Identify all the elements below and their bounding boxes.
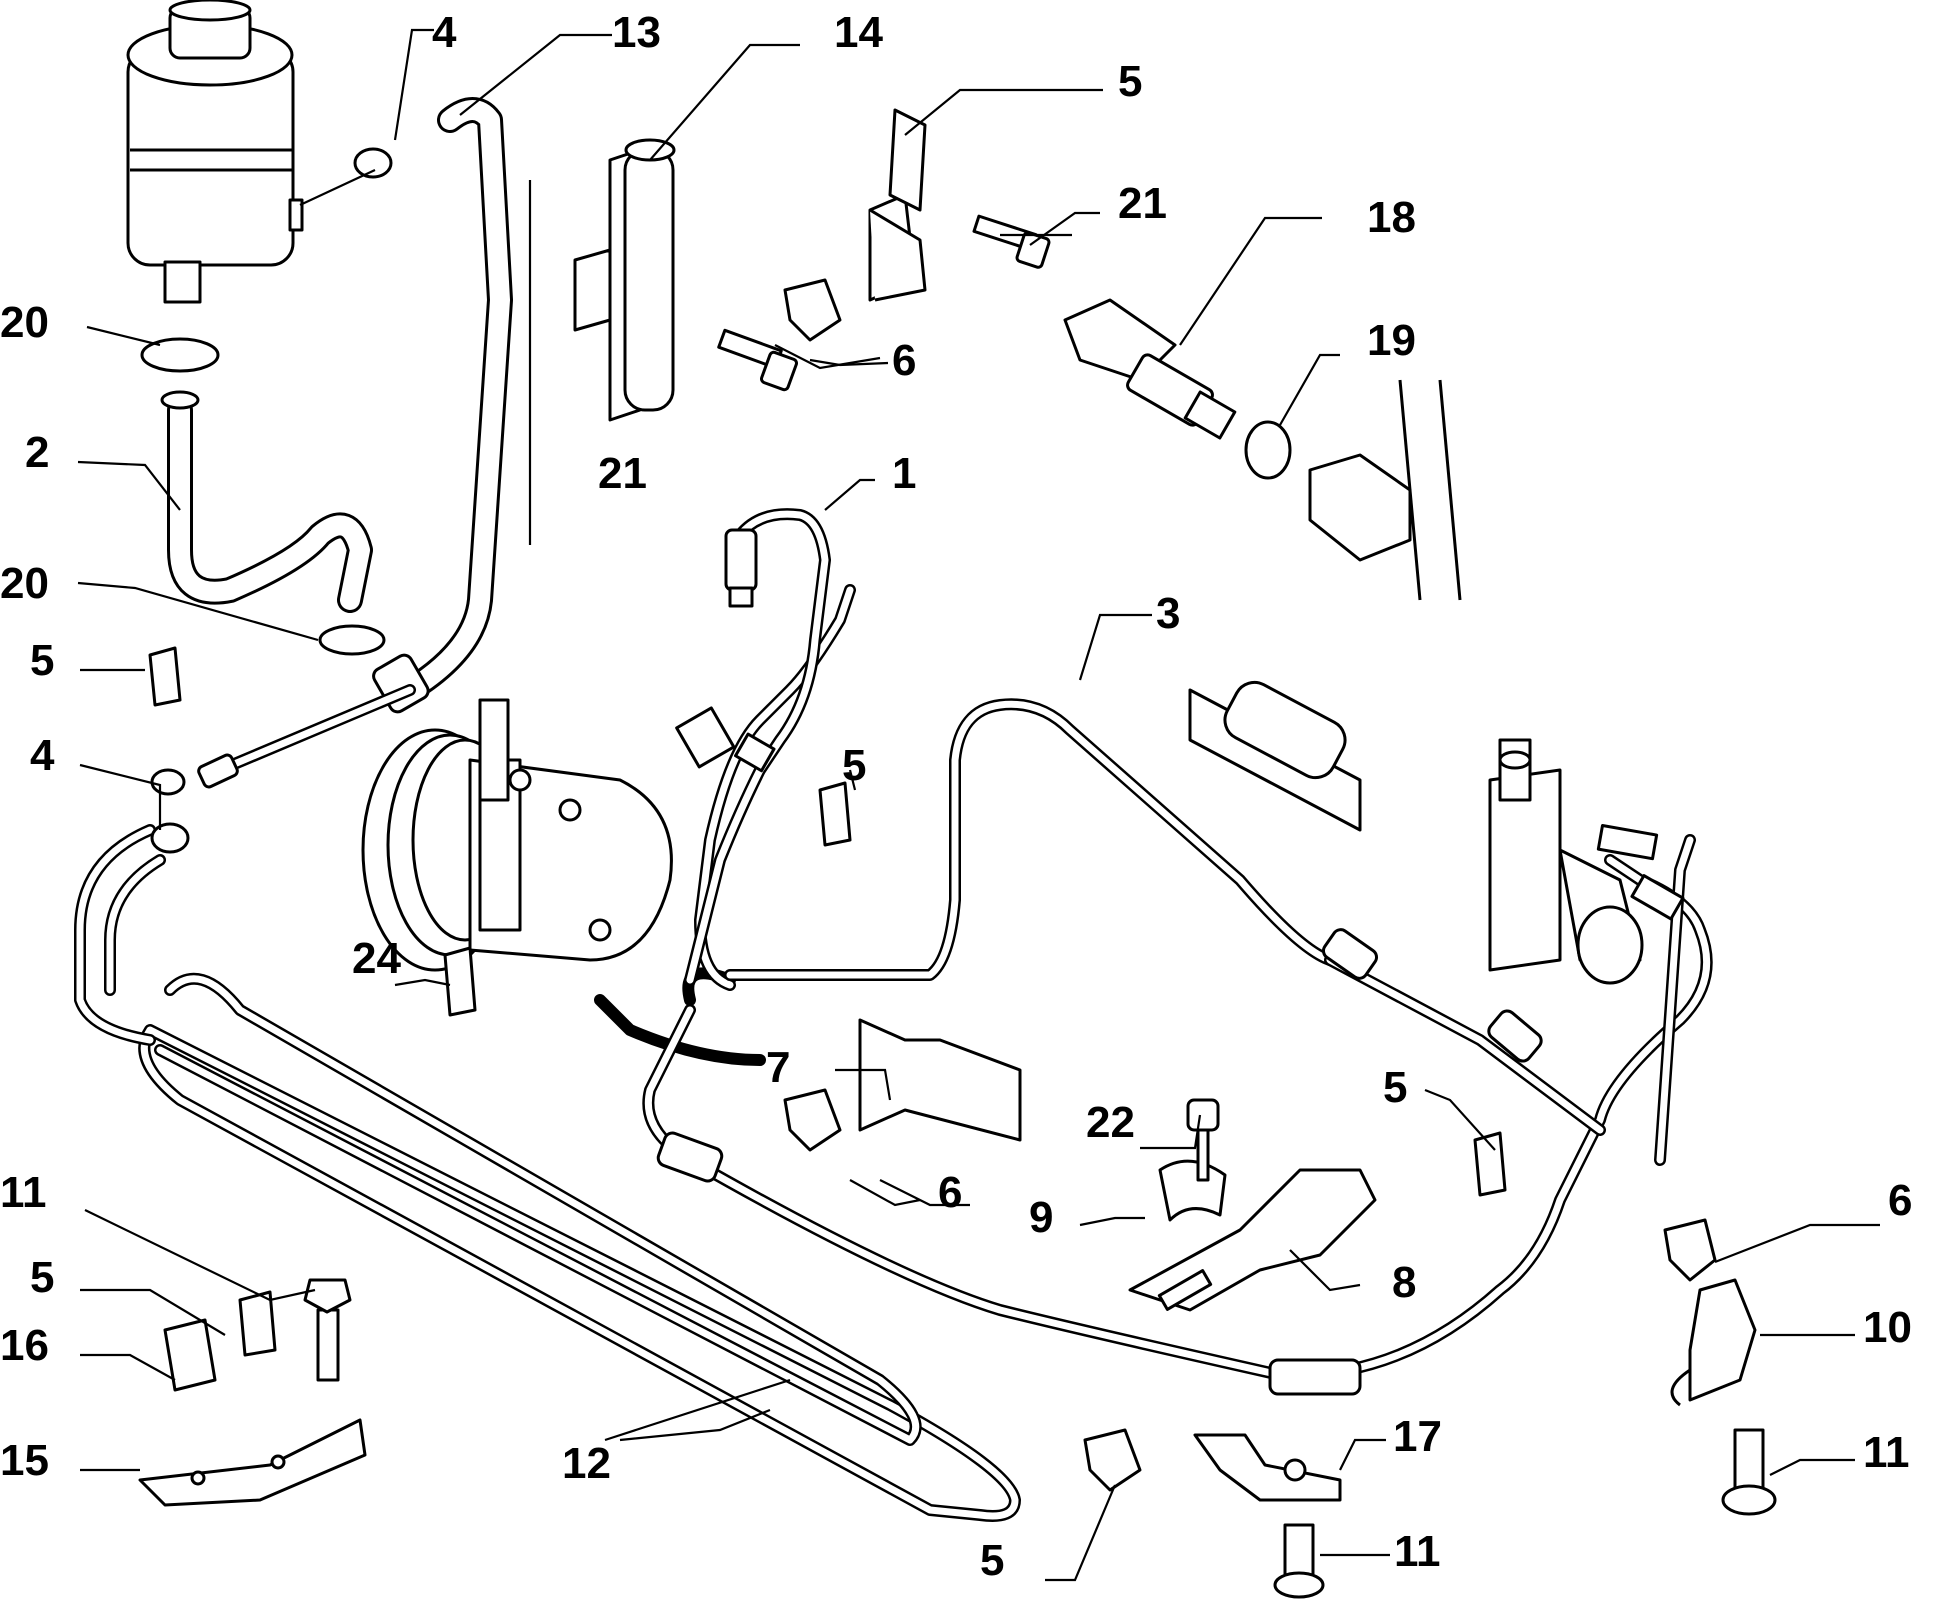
pressure-pipe-part-3 <box>594 584 1713 1396</box>
nut-part-22 <box>1186 1098 1220 1182</box>
callout-6-top: 6 <box>892 336 916 385</box>
callout-13: 13 <box>612 8 661 57</box>
bracket-part-7 <box>858 1018 1022 1142</box>
callout-5-mid: 5 <box>842 741 866 790</box>
bracket-part-10 <box>1670 1278 1757 1407</box>
callout-5-left: 5 <box>30 636 54 685</box>
callout-17: 17 <box>1393 1412 1442 1461</box>
callout-16: 16 <box>0 1321 49 1370</box>
callout-10: 10 <box>1863 1303 1912 1352</box>
hose-clamps <box>140 147 393 854</box>
callout-6-right: 6 <box>1888 1176 1912 1225</box>
callout-8: 8 <box>1392 1258 1416 1307</box>
o-ring-part-19 <box>1244 420 1292 480</box>
steering-rack <box>1188 680 1685 985</box>
clamp-part-9 <box>1158 1159 1227 1222</box>
callout-4-left: 4 <box>30 731 55 780</box>
callout-5-bottom: 5 <box>980 1536 1004 1585</box>
callout-6-mid: 6 <box>938 1168 962 1217</box>
bolt-part-11-left <box>303 1278 352 1382</box>
callout-5-lower-left: 5 <box>30 1253 54 1302</box>
bolt-part-11-right <box>1721 1428 1777 1516</box>
return-hose-left <box>74 824 166 1046</box>
callout-21-left: 21 <box>598 449 647 498</box>
callout-20-mid: 20 <box>0 559 49 608</box>
pressure-switch-part-18 <box>1063 298 1237 440</box>
callout-18: 18 <box>1367 193 1416 242</box>
bolt-part-21-right <box>972 214 1051 269</box>
callout-5-top: 5 <box>1118 57 1142 106</box>
callout-2: 2 <box>25 428 49 477</box>
callout-4-top: 4 <box>432 8 457 57</box>
callout-12: 12 <box>562 1439 611 1488</box>
hose-part-13 <box>372 97 513 714</box>
callout-19: 19 <box>1367 316 1416 365</box>
callout-1: 1 <box>892 449 916 498</box>
callout-9: 9 <box>1029 1193 1053 1242</box>
bolt-part-11-bottom <box>1273 1523 1325 1599</box>
fluid-reservoir <box>126 0 304 304</box>
bracket-part-5-top <box>868 108 927 302</box>
bolt-part-21-left <box>717 328 799 392</box>
callout-5-right: 5 <box>1383 1063 1407 1112</box>
callout-3: 3 <box>1156 589 1180 638</box>
leader-lines <box>77 28 1880 1582</box>
callout-24: 24 <box>352 934 401 983</box>
callout-7: 7 <box>766 1043 790 1092</box>
cooling-pipe-loop-part-12 <box>138 972 1021 1522</box>
bracket-part-15 <box>138 1418 367 1507</box>
bracket-part-17 <box>1193 1433 1342 1502</box>
bracket-part-14 <box>573 138 676 422</box>
hose-part-2 <box>160 390 373 613</box>
callout-11-bottom: 11 <box>1394 1527 1441 1576</box>
callout-11-left: 11 <box>0 1168 47 1217</box>
steering-pump <box>361 698 673 972</box>
callout-20-top: 20 <box>0 298 49 347</box>
callout-22: 22 <box>1086 1098 1135 1147</box>
callout-15: 15 <box>0 1436 49 1485</box>
callout-11-right: 11 <box>1863 1428 1910 1477</box>
bracket-part-8 <box>1128 1168 1377 1312</box>
callout-14: 14 <box>834 8 883 57</box>
suction-pipe-left <box>197 684 416 789</box>
rack-port-right <box>1308 379 1462 601</box>
callout-21-right: 21 <box>1118 179 1167 228</box>
pipe-part-1 <box>675 508 831 986</box>
